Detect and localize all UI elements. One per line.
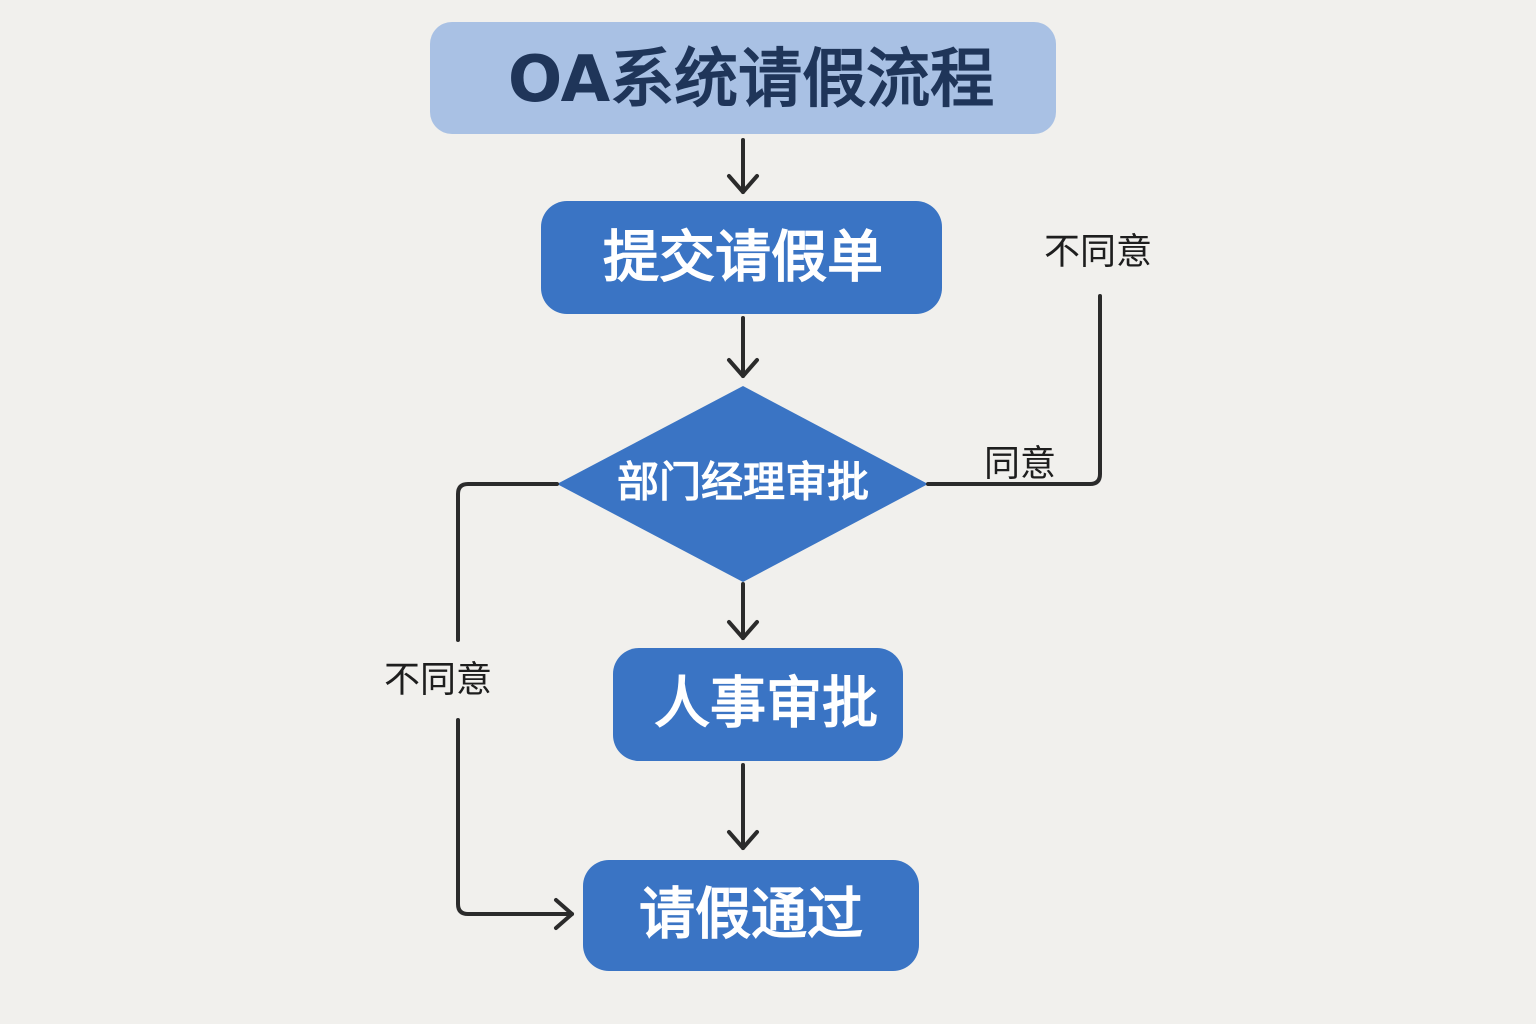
node-submit: 提交请假单	[541, 201, 942, 314]
arrow-head	[727, 358, 759, 378]
node-manager-label: 部门经理审批	[617, 458, 869, 507]
arrow-submit-to-manager	[727, 316, 759, 378]
branch-left: 不同意	[384, 482, 574, 930]
connector-line	[456, 718, 574, 916]
branch-right: 同意 不同意	[926, 232, 1152, 486]
title-text: OA系统请假流程	[508, 43, 994, 117]
node-submit-shape	[541, 201, 942, 314]
arrow-title-to-submit	[727, 138, 759, 194]
node-manager-decision: 部门经理审批	[557, 386, 928, 582]
arrow-hr-to-approved	[727, 763, 759, 850]
arrow-head	[727, 830, 759, 850]
edge-label-agree: 同意	[984, 444, 1056, 485]
arrow-head	[727, 174, 759, 194]
edge-label-disagree-left: 不同意	[384, 660, 492, 701]
node-approved: 请假通过	[583, 860, 919, 971]
connector-line	[926, 294, 1102, 486]
edge-label-disagree-right: 不同意	[1044, 232, 1152, 273]
node-hr-shape	[613, 648, 903, 761]
node-hr-label: 人事审批	[654, 672, 878, 737]
node-submit-label: 提交请假单	[603, 226, 883, 291]
connector-line	[456, 482, 559, 642]
arrow-head	[554, 898, 574, 930]
arrow-manager-to-hr	[727, 582, 759, 640]
title-box: OA系统请假流程	[430, 22, 1056, 134]
node-approved-shape	[583, 860, 919, 971]
node-hr: 人事审批	[613, 648, 903, 761]
node-manager-shape	[557, 386, 928, 582]
arrow-head	[727, 620, 759, 640]
title-box-shape	[430, 22, 1056, 134]
node-approved-label: 请假通过	[639, 883, 863, 948]
